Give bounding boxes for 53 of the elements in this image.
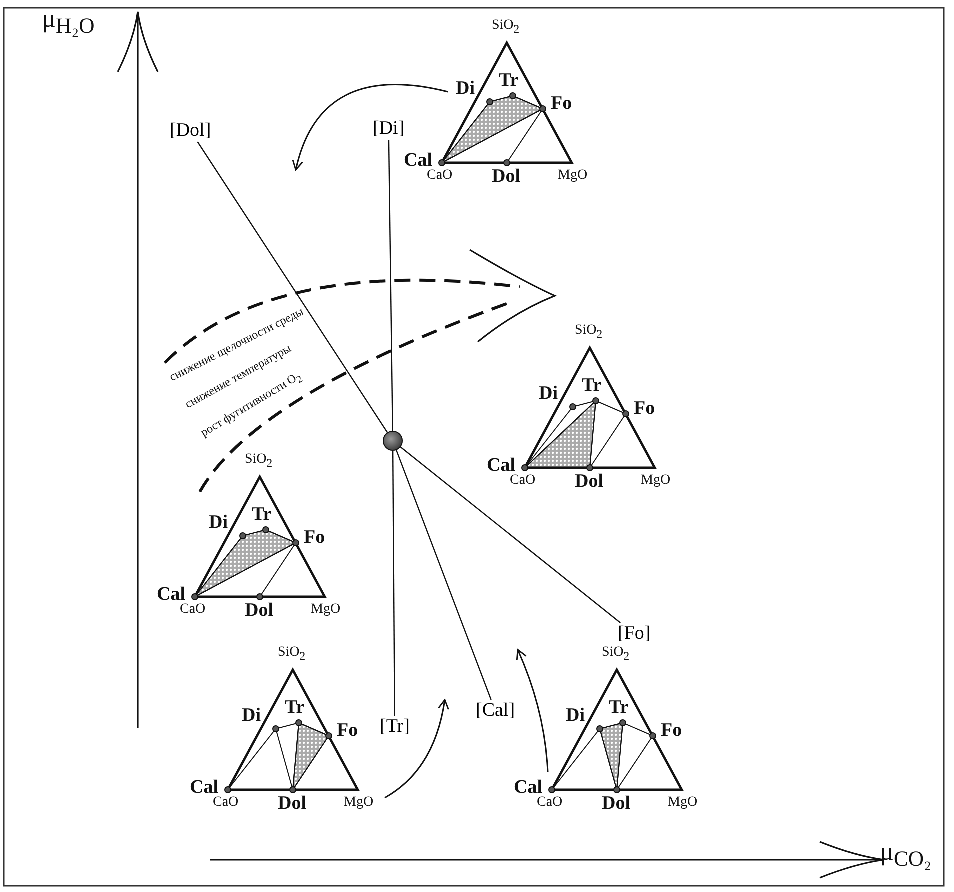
reaction-line xyxy=(197,142,388,433)
phase-label: Dol xyxy=(492,166,520,188)
phase-label: Di xyxy=(209,512,228,534)
reaction-line xyxy=(388,140,394,431)
phase-label: Di xyxy=(456,78,475,100)
phase-label: Cal xyxy=(157,584,186,605)
component-label: SiO$_{2}$ xyxy=(492,18,520,36)
phase-label: Di xyxy=(539,383,558,405)
component-label: CaO xyxy=(180,602,206,618)
reaction-label: [Dol] xyxy=(170,120,212,142)
phase-label: Tr xyxy=(285,697,305,719)
component-label: CaO xyxy=(537,795,563,811)
component-label: CaO xyxy=(213,795,239,811)
phase-label: Tr xyxy=(582,375,602,397)
phase-label: Cal xyxy=(514,777,542,798)
component-label: MgO xyxy=(311,602,341,618)
component-label: SiO$_{2}$ xyxy=(245,452,273,470)
phase-label: Cal xyxy=(190,777,218,798)
phase-label: Di xyxy=(242,705,261,727)
phase-label: Cal xyxy=(487,455,516,476)
component-label: SiO$_{2}$ xyxy=(575,323,603,341)
component-label: SiO$_{2}$ xyxy=(278,645,306,663)
phase-label: Cal xyxy=(404,150,432,171)
component-label: MgO xyxy=(344,795,374,811)
reaction-line xyxy=(400,446,621,624)
component-label: MgO xyxy=(641,473,671,489)
reaction-label: [Fo] xyxy=(618,623,651,645)
phase-label: Fo xyxy=(661,720,682,742)
phase-label: Dol xyxy=(602,793,630,815)
reaction-label: [Cal] xyxy=(476,700,516,722)
component-label: MgO xyxy=(558,168,588,184)
phase-label: Dol xyxy=(575,471,604,493)
component-label: CaO xyxy=(427,168,453,184)
reaction-label: [Di] xyxy=(373,118,405,140)
component-label: CaO xyxy=(510,473,536,489)
component-label: MgO xyxy=(668,795,698,811)
axis-label: μ$_{H₂O}$ xyxy=(42,4,95,40)
reaction-line xyxy=(396,450,492,700)
phase-label: Tr xyxy=(252,504,272,526)
reaction-label: [Tr] xyxy=(380,716,410,738)
phase-label: Fo xyxy=(634,398,656,420)
phase-label: Dol xyxy=(278,793,306,815)
axis-label: μ$_{CO₂}$ xyxy=(880,837,932,872)
invariant-point xyxy=(383,431,403,451)
phase-label: Dol xyxy=(245,600,274,622)
phase-label: Fo xyxy=(304,527,326,549)
phase-label: Fo xyxy=(337,720,358,742)
reaction-line xyxy=(392,451,396,716)
phase-label: Tr xyxy=(499,70,519,92)
component-label: SiO$_{2}$ xyxy=(602,645,630,663)
phase-label: Di xyxy=(566,705,585,727)
phase-label: Fo xyxy=(551,93,572,115)
phase-label: Tr xyxy=(609,697,629,719)
